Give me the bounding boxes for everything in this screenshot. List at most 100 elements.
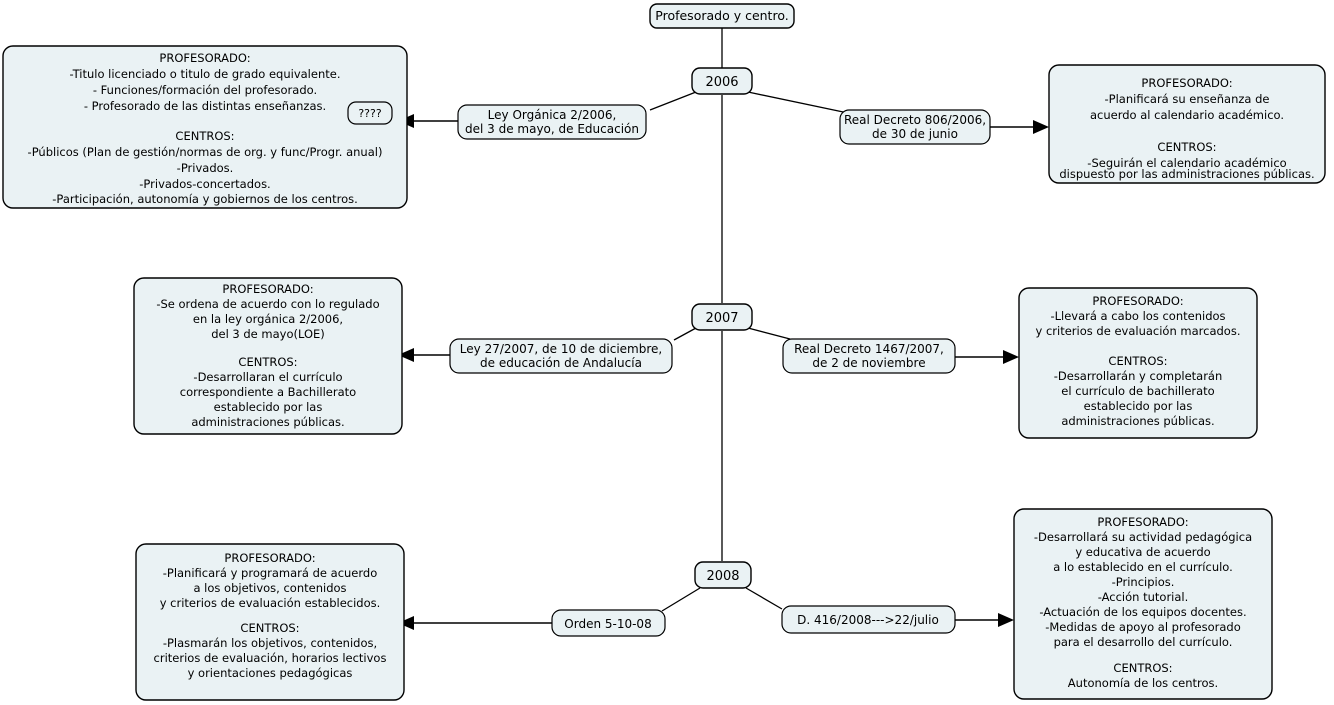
edge-label-2006-right[interactable]: Real Decreto 806/2006, de 30 de junio	[839, 109, 991, 145]
arrowhead-2007-right	[1003, 350, 1019, 364]
edge-label-2007-left-line-1: de educación de Andalucía	[480, 356, 642, 370]
edge-label-2006-left[interactable]: Ley Orgánica 2/2006, del 3 de mayo, de E…	[457, 104, 647, 140]
content-box-2008-right-line-11: Autonomía de los centros.	[1068, 676, 1218, 690]
content-box-2008-left-line-5: CENTROS:	[240, 621, 299, 635]
edge-label-2008-left-shape	[551, 609, 666, 637]
content-box-2006-left-line-3: - Profesorado de las distintas enseñanza…	[84, 99, 326, 113]
content-box-2007-left-line-8: establecido por las	[214, 400, 323, 414]
node-title-label: Profesorado y centro.	[655, 8, 788, 23]
node-year-2008[interactable]: 2008	[694, 561, 752, 589]
content-box-2008-left-line-7: criterios de evaluación, horarios lectiv…	[154, 651, 387, 665]
content-box-2006-left-line-8: -Privados-concertados.	[139, 177, 270, 191]
content-box-2008-left-line-6: -Plasmarán los objetivos, contenidos,	[163, 636, 377, 650]
content-box-2007-right-line-2: y criterios de evaluación marcados.	[1036, 324, 1241, 338]
content-box-2006-right-shape	[1048, 64, 1326, 184]
content-box-2007-left-line-1: -Se ordena de acuerdo con lo regulado	[156, 297, 379, 311]
content-box-2008-left-line-3: y criterios de evaluación establecidos.	[160, 596, 381, 610]
content-box-2008-right-line-4: -Principios.	[1112, 575, 1175, 589]
content-box-2007-right-line-1: -Llevará a cabo los contenidos	[1050, 309, 1225, 323]
content-box-2006-right-line-0: PROFESORADO:	[1141, 76, 1232, 90]
edge-label-2006-right-shape	[839, 109, 991, 145]
content-box-2008-left-line-8: y orientaciones pedagógicas	[188, 666, 353, 680]
edge-label-2007-right-shape	[782, 338, 956, 374]
node-year-2008-label: 2008	[706, 569, 739, 584]
edge-label-2006-left-line-0: Ley Orgánica 2/2006,	[488, 108, 617, 122]
arrowhead-2008-right	[998, 613, 1014, 627]
content-box-2008-left-line-0: PROFESORADO:	[224, 551, 315, 565]
node-title[interactable]: Profesorado y centro.	[649, 3, 795, 29]
content-box-2007-right-line-4: CENTROS:	[1108, 354, 1167, 368]
content-box-2008-left-shape	[135, 543, 405, 701]
edge-label-2007-left-line-0: Ley 27/2007, de 10 de diciembre,	[460, 342, 662, 356]
content-box-2007-right-line-5: -Desarrollarán y completarán	[1054, 369, 1223, 383]
content-box-2007-right-line-7: establecido por las	[1084, 399, 1193, 413]
content-box-2007-left-line-5: CENTROS:	[238, 355, 297, 369]
edge-label-2008-left[interactable]: Orden 5-10-08	[551, 609, 666, 637]
content-box-2008-right-line-0: PROFESORADO:	[1097, 515, 1188, 529]
content-box-2006-left-line-5: CENTROS:	[175, 129, 234, 143]
edge-label-2008-right-shape	[781, 605, 956, 634]
content-box-2006-left-shape	[2, 45, 408, 209]
connector-2007-right-branch	[747, 327, 791, 340]
edge-label-2007-left[interactable]: Ley 27/2007, de 10 de diciembre, de educ…	[449, 338, 673, 374]
content-box-2006-right-line-6: dispuesto por las administraciones públi…	[1059, 167, 1314, 181]
content-box-2008-left-line-1: -Planificará y programará de acuerdo	[163, 566, 378, 580]
content-box-2007-right-line-0: PROFESORADO:	[1092, 294, 1183, 308]
content-box-2006-left-line-1: -Titulo licenciado o titulo de grado equ…	[70, 67, 341, 81]
node-year-2008-shape	[694, 561, 752, 589]
edge-label-2006-right-line-1: de 30 de junio	[872, 127, 958, 141]
content-box-2008-right-line-1: -Desarrollará su actividad pedagógica	[1034, 530, 1252, 544]
content-box-2006-left-line-0: PROFESORADO:	[159, 51, 250, 65]
content-box-2008-right[interactable]: PROFESORADO: -Desarrollará su actividad …	[1013, 508, 1273, 700]
node-year-2006[interactable]: 2006	[691, 67, 753, 95]
content-box-2007-left-line-7: correspondiente a Bachillerato	[180, 385, 356, 399]
badge-unknown[interactable]: ????	[347, 101, 393, 125]
node-year-2007-shape	[691, 303, 753, 331]
content-box-2006-left-line-6: -Públicos (Plan de gestión/normas de org…	[28, 145, 383, 159]
node-year-2006-label: 2006	[705, 75, 738, 90]
content-box-2007-left-line-6: -Desarrollaran el currículo	[193, 370, 342, 384]
edge-label-2008-left-line-0: Orden 5-10-08	[564, 617, 651, 631]
edge-label-2007-right-line-0: Real Decreto 1467/2007,	[794, 342, 944, 356]
content-box-2008-right-line-6: -Actuación de los equipos docentes.	[1039, 605, 1246, 619]
edge-label-2007-right[interactable]: Real Decreto 1467/2007, de 2 de noviembr…	[782, 338, 956, 374]
arrowhead-2008-left	[398, 616, 414, 630]
content-box-2006-left[interactable]: PROFESORADO: -Titulo licenciado o titulo…	[2, 45, 408, 209]
badge-unknown-label: ????	[358, 107, 382, 120]
content-box-2008-right-shape	[1013, 508, 1273, 700]
content-box-2006-right-line-2: acuerdo al calendario académico.	[1090, 108, 1284, 122]
content-box-2008-right-line-2: y educativa de acuerdo	[1075, 545, 1210, 559]
edge-label-2007-right-line-1: de 2 de noviembre	[812, 356, 925, 370]
connector-2008-right-branch	[745, 587, 783, 610]
content-box-2006-right-line-5: -Seguirán el calendario académico	[1087, 156, 1286, 170]
connector-2008-left-branch	[661, 587, 701, 612]
content-box-2007-right[interactable]: PROFESORADO: -Llevará a cabo los conteni…	[1018, 287, 1258, 439]
content-box-2008-right-line-7: -Medidas de apoyo al profesorado	[1045, 620, 1241, 634]
edge-label-2008-right-line-0: D. 416/2008--->22/julio	[797, 613, 939, 627]
content-box-2006-left-line-9: -Participación, autonomía y gobiernos de…	[52, 192, 358, 206]
content-box-2007-left[interactable]: PROFESORADO: -Se ordena de acuerdo con l…	[133, 277, 403, 435]
content-box-2007-left-line-9: administraciones públicas.	[191, 415, 344, 429]
node-title-shape	[649, 3, 795, 29]
connector-2007-left-branch	[673, 327, 697, 341]
edge-label-2006-left-line-1: del 3 de mayo, de Educación	[465, 122, 639, 136]
badge-unknown-shape	[347, 101, 393, 125]
edge-label-2008-right[interactable]: D. 416/2008--->22/julio	[781, 605, 956, 634]
content-box-2008-right-line-8: para el desarrollo del currículo.	[1054, 635, 1233, 649]
content-box-2006-right-line-1: -Planificará su enseñanza de	[1105, 92, 1270, 106]
content-box-2008-left-line-2: a los objetivos, contenidos	[193, 581, 346, 595]
content-box-2007-left-line-2: en la ley orgánica 2/2006,	[193, 312, 343, 326]
edge-label-2006-left-shape	[457, 104, 647, 140]
content-box-2007-left-line-3: del 3 de mayo(LOE)	[211, 327, 325, 341]
node-year-2007[interactable]: 2007	[691, 303, 753, 331]
content-box-2008-right-line-5: -Acción tutorial.	[1098, 590, 1189, 604]
edge-label-2006-right-line-0: Real Decreto 806/2006,	[844, 113, 986, 127]
connector-2006-right-branch	[747, 91, 849, 114]
content-box-2007-right-line-8: administraciones públicas.	[1061, 414, 1214, 428]
content-box-2006-right[interactable]: PROFESORADO: -Planificará su enseñanza d…	[1048, 64, 1326, 184]
content-box-2008-left[interactable]: PROFESORADO: -Planificará y programará d…	[135, 543, 405, 701]
connector-2006-left-branch	[649, 91, 697, 111]
content-box-2008-right-line-10: CENTROS:	[1113, 661, 1172, 675]
content-box-2006-left-line-2: - Funciones/formación del profesorado.	[93, 83, 317, 97]
edge-label-2007-left-shape	[449, 338, 673, 374]
